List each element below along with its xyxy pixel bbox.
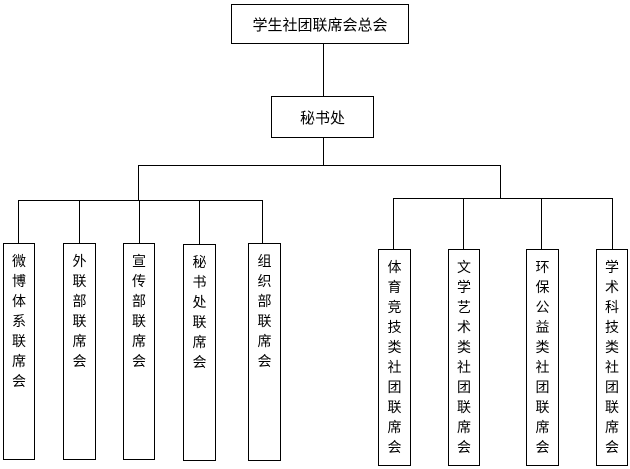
node-label: 学术科技类社团联席会	[605, 260, 619, 456]
right-node-academic: 学术科技类社团联席会	[596, 249, 628, 466]
node-label: 宣传部联席会	[132, 254, 146, 370]
node-label: 环保公益类社团联席会	[535, 260, 550, 456]
node-label: 文学艺术类社团联席会	[457, 260, 471, 456]
right-node-environment: 环保公益类社团联席会	[526, 249, 559, 466]
left-node-external: 外联部联席会	[63, 243, 96, 460]
right-node-arts: 文学艺术类社团联席会	[448, 249, 480, 466]
right-node-sports: 体育竞技类社团联席会	[378, 249, 411, 466]
left-node-secretariat: 秘书处联席会	[183, 244, 216, 461]
root-label: 学生社团联席会总会	[252, 15, 388, 34]
left-node-organization: 组织部联席会	[248, 243, 281, 461]
left-node-publicity: 宣传部联席会	[123, 243, 155, 460]
root-node: 学生社团联席会总会	[231, 4, 409, 44]
node-label: 外联部联席会	[72, 254, 87, 370]
left-node-weibo: 微博体系联席会	[3, 243, 35, 460]
node-label: 秘书处联席会	[192, 255, 207, 371]
secretariat-label: 秘书处	[299, 108, 345, 127]
node-label: 组织部联席会	[257, 254, 272, 370]
secretariat-node: 秘书处	[271, 96, 374, 138]
node-label: 微博体系联席会	[12, 254, 26, 390]
node-label: 体育竞技类社团联席会	[387, 260, 402, 456]
